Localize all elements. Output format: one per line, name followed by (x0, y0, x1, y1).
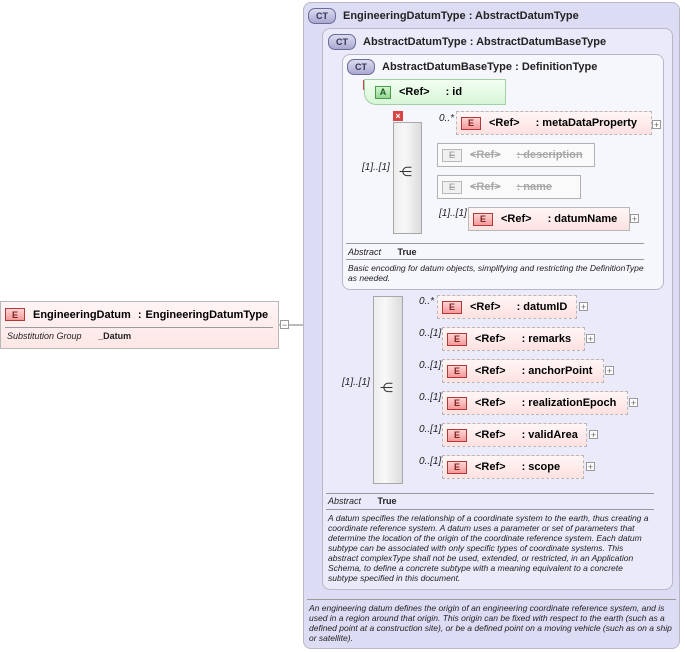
element-name: : realizationEpoch (521, 397, 617, 409)
element-icon: E (447, 332, 467, 346)
element-name: : metaDataProperty (535, 117, 638, 129)
element-icon: E (447, 460, 467, 474)
expand-icon[interactable]: + (652, 120, 661, 130)
attribute-ref: <Ref> (399, 86, 430, 98)
element-ref: <Ref> (475, 397, 506, 409)
outer-type-documentation: An engineering datum defines the origin … (309, 603, 672, 643)
outer-type-name: EngineeringDatumType (343, 10, 466, 22)
anchorpoint-cardinality: 0..[1] (419, 360, 442, 371)
metadata-cardinality: 0..* (439, 113, 455, 124)
element-realizationepoch[interactable]: E <Ref> : realizationEpoch (442, 391, 628, 415)
element-name: : datumName (547, 213, 618, 225)
expand-icon[interactable]: + (586, 334, 595, 344)
element-icon: E (442, 300, 462, 314)
element-scope[interactable]: E <Ref> : scope (442, 455, 584, 479)
root-element[interactable]: E EngineeringDatum : EngineeringDatumTyp… (0, 301, 279, 349)
element-ref: <Ref> (475, 429, 506, 441)
element-metadataproperty[interactable]: E <Ref> : metaDataProperty (456, 111, 652, 135)
expand-root-icon[interactable]: − (280, 320, 289, 330)
validarea-cardinality: 0..[1] (419, 424, 442, 435)
datumid-cardinality: 0..* (419, 296, 435, 307)
element-ref: <Ref> (470, 181, 501, 193)
element-name: : description (516, 149, 583, 161)
complex-type-icon: CT (328, 34, 356, 50)
element-icon: E (461, 116, 481, 130)
element-icon: E (442, 180, 462, 194)
substitution-group-label: Substitution Group (7, 331, 82, 341)
element-validarea[interactable]: E <Ref> : validArea (442, 423, 587, 447)
complex-type-icon: CT (347, 59, 375, 75)
inner-sequence-cardinality: [1]..[1] (362, 162, 390, 173)
root-element-name: EngineeringDatum (33, 308, 131, 321)
expand-icon[interactable]: + (605, 366, 614, 376)
mid-sequence-cardinality: [1]..[1] (342, 377, 370, 388)
mid-type-documentation: A datum specifies the relationship of a … (328, 513, 649, 583)
element-ref: <Ref> (475, 461, 506, 473)
element-name-prop[interactable]: E <Ref> : name (437, 175, 581, 199)
element-name: : datumID (516, 301, 568, 313)
expand-icon[interactable]: + (630, 214, 639, 224)
sequence-icon: ⋲ (399, 164, 412, 179)
inner-type-documentation: Basic encoding for datum objects, simpli… (348, 263, 644, 283)
mid-type-base: AbstractDatumBaseType (476, 36, 607, 48)
inner-sequence[interactable] (393, 122, 422, 234)
restriction-removed-icon: × (393, 111, 403, 121)
expand-icon[interactable]: + (629, 398, 638, 408)
mid-sequence[interactable] (373, 296, 403, 484)
inner-type-base: DefinitionType (521, 61, 598, 73)
realizationepoch-cardinality: 0..[1] (419, 392, 442, 403)
mid-type-name: AbstractDatumType (363, 36, 467, 48)
remarks-cardinality: 0..[1] (419, 328, 442, 339)
element-datumid[interactable]: E <Ref> : datumID (437, 295, 577, 319)
expand-icon[interactable]: + (579, 302, 588, 312)
abstract-label: Abstract (348, 247, 382, 257)
element-ref: <Ref> (489, 117, 520, 129)
element-name: : anchorPoint (521, 365, 593, 377)
abstract-value: True (377, 496, 397, 506)
element-icon: E (447, 396, 467, 410)
element-icon: E (473, 212, 493, 226)
element-ref: <Ref> (501, 213, 532, 225)
element-ref: <Ref> (470, 301, 501, 313)
element-name: : name (516, 181, 553, 193)
outer-type-base: AbstractDatumType (475, 10, 579, 22)
element-description[interactable]: E <Ref> : description (437, 143, 595, 167)
attribute-icon: A (375, 85, 391, 99)
element-name: : validArea (521, 429, 578, 441)
sequence-icon: ⋲ (380, 380, 393, 395)
attribute-name: : id (445, 86, 463, 98)
substitution-group-value: _Datum (98, 331, 132, 341)
element-icon: E (447, 364, 467, 378)
expand-icon[interactable]: + (586, 462, 595, 472)
element-icon: E (447, 428, 467, 442)
element-icon: E (5, 308, 25, 321)
element-ref: <Ref> (475, 333, 506, 345)
abstract-label: Abstract (328, 496, 362, 506)
datumname-cardinality: [1]..[1] (439, 208, 467, 219)
scope-cardinality: 0..[1] (419, 456, 442, 467)
element-remarks[interactable]: E <Ref> : remarks (442, 327, 585, 351)
element-anchorpoint[interactable]: E <Ref> : anchorPoint (442, 359, 604, 383)
expand-icon[interactable]: + (589, 430, 598, 440)
abstract-value: True (397, 247, 417, 257)
element-ref: <Ref> (475, 365, 506, 377)
complex-type-icon: CT (308, 8, 336, 24)
element-datumname[interactable]: E <Ref> : datumName (468, 207, 630, 231)
element-name: : remarks (521, 333, 572, 345)
attribute-id[interactable]: A <Ref> : id (364, 79, 506, 105)
inner-type-name: AbstractDatumBaseType (382, 61, 513, 73)
element-name: : scope (521, 461, 561, 473)
root-element-type: EngineeringDatumType (145, 308, 269, 321)
element-ref: <Ref> (470, 149, 501, 161)
element-icon: E (442, 148, 462, 162)
